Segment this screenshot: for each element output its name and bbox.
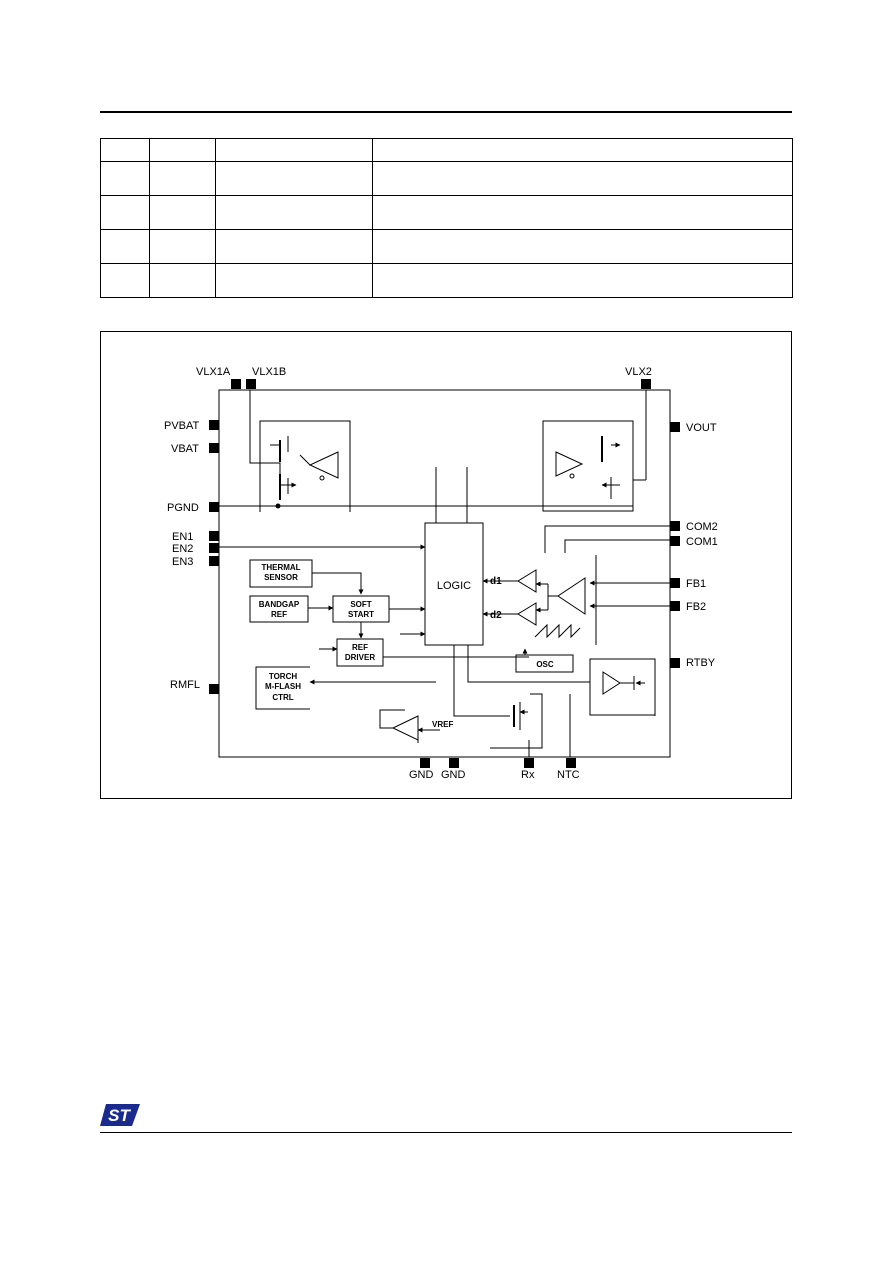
pin-label-ntc: NTC	[557, 769, 580, 781]
pin-square	[209, 543, 219, 553]
pin-square	[670, 658, 680, 668]
pin-square	[670, 601, 680, 611]
ref-driver-label: REF	[352, 643, 368, 652]
pin-label-gnd: GND	[409, 769, 434, 781]
pin-label-vlx2: VLX2	[625, 366, 652, 378]
thermal-label: THERMAL	[261, 563, 300, 572]
osc-block	[515, 654, 574, 673]
pin-label-rmfl: RMFL	[170, 679, 200, 691]
thermal-label: SENSOR	[264, 573, 298, 582]
right-switch-block	[542, 420, 634, 512]
pin-label-rx: Rx	[521, 769, 535, 781]
pin-square	[566, 758, 576, 768]
pin-square	[449, 758, 459, 768]
pin-label-gnd: GND	[441, 769, 466, 781]
vref-label: VREF	[432, 720, 453, 729]
table-cell	[215, 195, 373, 230]
pin-square	[670, 578, 680, 588]
pin-square	[246, 379, 256, 389]
table-cell	[215, 161, 373, 196]
chip-outline	[218, 389, 671, 758]
table-cell	[372, 138, 793, 162]
table-cell	[372, 161, 793, 196]
osc-label: OSC	[536, 660, 554, 669]
pin-square	[209, 443, 219, 453]
pin-label-pgnd: PGND	[167, 502, 199, 514]
pin-label-vlx1b: VLX1B	[252, 366, 286, 378]
table-cell	[215, 229, 373, 264]
pin-label-en2: EN2	[172, 543, 193, 555]
pin-label-vout: VOUT	[686, 422, 717, 434]
table-cell	[100, 195, 150, 230]
vref-comparator	[391, 715, 419, 741]
pin-label-rtby: RTBY	[686, 657, 716, 669]
comparator-d1	[517, 569, 537, 593]
d2-label: d2	[490, 610, 502, 621]
pin-square	[209, 420, 219, 430]
bandgap-label: BANDGAP	[259, 600, 300, 609]
pin-square	[641, 379, 651, 389]
rtby-block	[589, 658, 656, 716]
pin-label-en1: EN1	[172, 531, 193, 543]
table-row	[100, 263, 793, 298]
pin-square	[420, 758, 430, 768]
torch-block	[255, 666, 310, 710]
bandgap-label: REF	[271, 610, 287, 619]
ref-driver-block	[336, 638, 384, 667]
error-amp-triangle	[557, 577, 586, 615]
pin-label-vlx1a: VLX1A	[196, 366, 231, 378]
ramp-waveform	[534, 623, 581, 639]
comparator-d2	[517, 602, 537, 626]
block-diagram-frame	[100, 331, 792, 799]
table-cell	[372, 263, 793, 298]
pin-square	[231, 379, 241, 389]
pin-label-com2: COM2	[686, 521, 718, 533]
left-switch-block	[259, 420, 351, 512]
table-row	[100, 195, 793, 230]
pin-square	[524, 758, 534, 768]
pin-label-en3: EN3	[172, 556, 193, 568]
torch-label: CTRL	[272, 693, 293, 702]
svg-text:ST: ST	[108, 1106, 131, 1125]
table-cell	[215, 263, 373, 298]
pin-label-fb1: FB1	[686, 578, 706, 590]
bandgap-block	[249, 595, 309, 623]
pin-table	[100, 138, 793, 298]
pin-label-vbat: VBAT	[171, 443, 199, 455]
pin-square	[670, 422, 680, 432]
pin-square	[209, 531, 219, 541]
pin-square	[209, 684, 219, 694]
pin-label-pvbat: PVBAT	[164, 420, 200, 432]
footer-rule	[100, 1132, 792, 1133]
pin-square	[209, 556, 219, 566]
st-logo-icon: ST	[100, 1104, 140, 1126]
table-cell	[149, 229, 216, 264]
ref-driver-label: DRIVER	[345, 653, 375, 662]
table-cell	[100, 229, 150, 264]
pin-square	[670, 521, 680, 531]
pin-label-com1: COM1	[686, 536, 718, 548]
table-header-row	[100, 138, 793, 162]
torch-label: TORCH	[269, 672, 298, 681]
soft-start-label: START	[348, 610, 374, 619]
left-driver-triangle	[308, 451, 339, 479]
pin-label-fb2: FB2	[686, 601, 706, 613]
table-cell	[372, 195, 793, 230]
table-row	[100, 229, 793, 264]
pin-square	[209, 502, 219, 512]
right-driver-triangle	[555, 451, 584, 477]
torch-label: M-FLASH	[265, 682, 301, 691]
d1-label: d1	[490, 576, 502, 587]
header-rule	[100, 111, 792, 113]
soft-start-label: SOFT	[350, 600, 371, 609]
logic-label: LOGIC	[437, 580, 471, 592]
pin-square	[670, 536, 680, 546]
